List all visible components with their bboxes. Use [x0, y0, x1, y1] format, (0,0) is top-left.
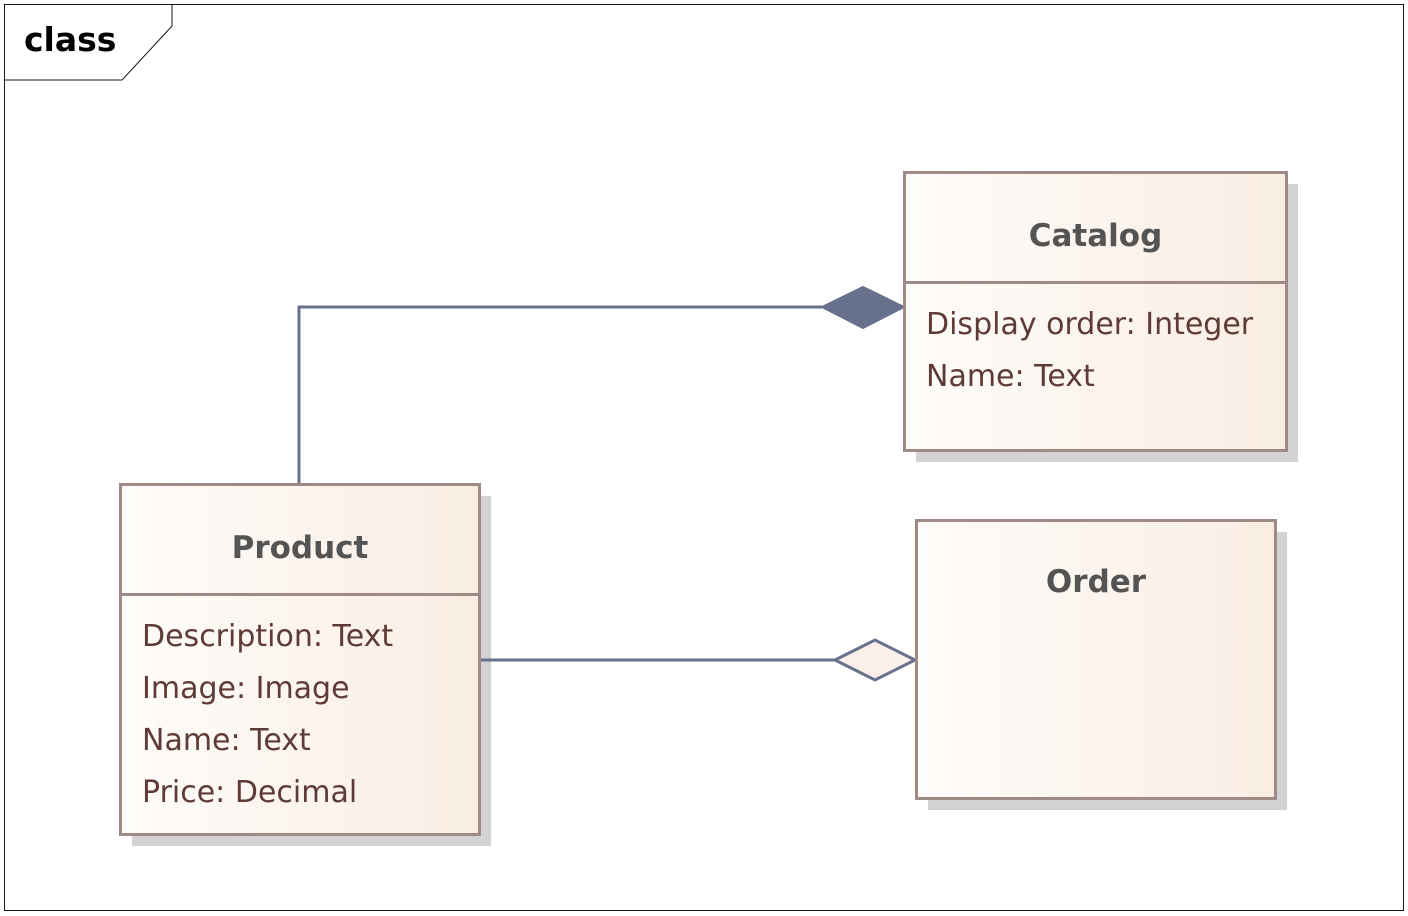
catalog-class-name: Catalog: [906, 174, 1285, 284]
diagram-frame: [4, 4, 1404, 911]
product-attributes: Description: Text Image: Image Name: Tex…: [122, 596, 478, 819]
frame-tab: [4, 4, 173, 81]
catalog-class[interactable]: Catalog Display order: Integer Name: Tex…: [903, 171, 1288, 452]
catalog-attributes: Display order: Integer Name: Text: [906, 284, 1285, 403]
order-class[interactable]: Order: [915, 519, 1277, 800]
product-attribute: Description: Text: [142, 619, 394, 654]
aggregation-diamond: [831, 638, 919, 682]
catalog-attribute: Display order: Integer: [926, 307, 1254, 342]
frame-label: class: [24, 20, 117, 59]
product-attribute: Name: Text: [142, 723, 311, 758]
product-attribute: Image: Image: [142, 671, 350, 706]
composition-diamond: [819, 285, 907, 330]
product-attribute: Price: Decimal: [142, 775, 358, 810]
catalog-attribute: Name: Text: [926, 359, 1095, 394]
order-class-name: Order: [1045, 564, 1147, 600]
composition-connector[interactable]: [297, 305, 822, 484]
product-class[interactable]: Product Description: Text Image: Image N…: [119, 483, 481, 836]
product-class-name: Product: [122, 486, 478, 596]
